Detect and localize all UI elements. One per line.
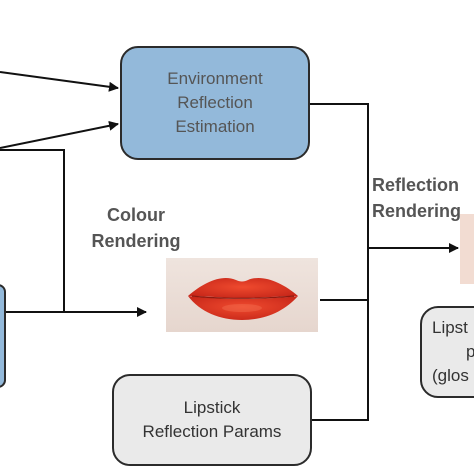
reflection-rendering-line-2: Rendering (372, 201, 462, 221)
environment-box-line-2: Reflection (177, 93, 253, 112)
colour-rendering-label: Colour Rendering (76, 202, 196, 254)
params-to-bus-line (312, 248, 369, 421)
reflection-rendering-label: Reflection Rendering (372, 172, 461, 224)
params-box-line-1: Lipstick (183, 398, 241, 417)
right-partial-params-box: Lipst p (glos (420, 306, 474, 398)
colour-rendering-line-2: Rendering (91, 231, 181, 251)
right-box-line-1: Lipst (432, 318, 468, 337)
right-box-line-2: p (466, 342, 474, 361)
output-image-partial (460, 214, 474, 284)
colour-rendering-line-1: Colour (107, 205, 165, 225)
lipstick-reflection-params-box: Lipstick Reflection Params (112, 374, 312, 466)
left-bus-line (0, 149, 65, 312)
environment-box-line-1: Environment (167, 69, 263, 88)
reflection-rendering-line-1: Reflection (372, 175, 460, 195)
right-box-line-3: (glos (432, 366, 469, 385)
estimation-to-bus-line (310, 103, 369, 248)
input-arrow-bottom (0, 120, 119, 149)
environment-reflection-estimation-box: Environment Reflection Estimation (120, 46, 310, 160)
left-partial-box (0, 284, 6, 388)
rendered-lips-image (166, 258, 318, 332)
params-box-line-2: Reflection Params (142, 422, 282, 441)
environment-box-line-3: Estimation (175, 117, 255, 136)
red-lips-icon (166, 258, 318, 332)
input-arrow-top (0, 71, 119, 92)
